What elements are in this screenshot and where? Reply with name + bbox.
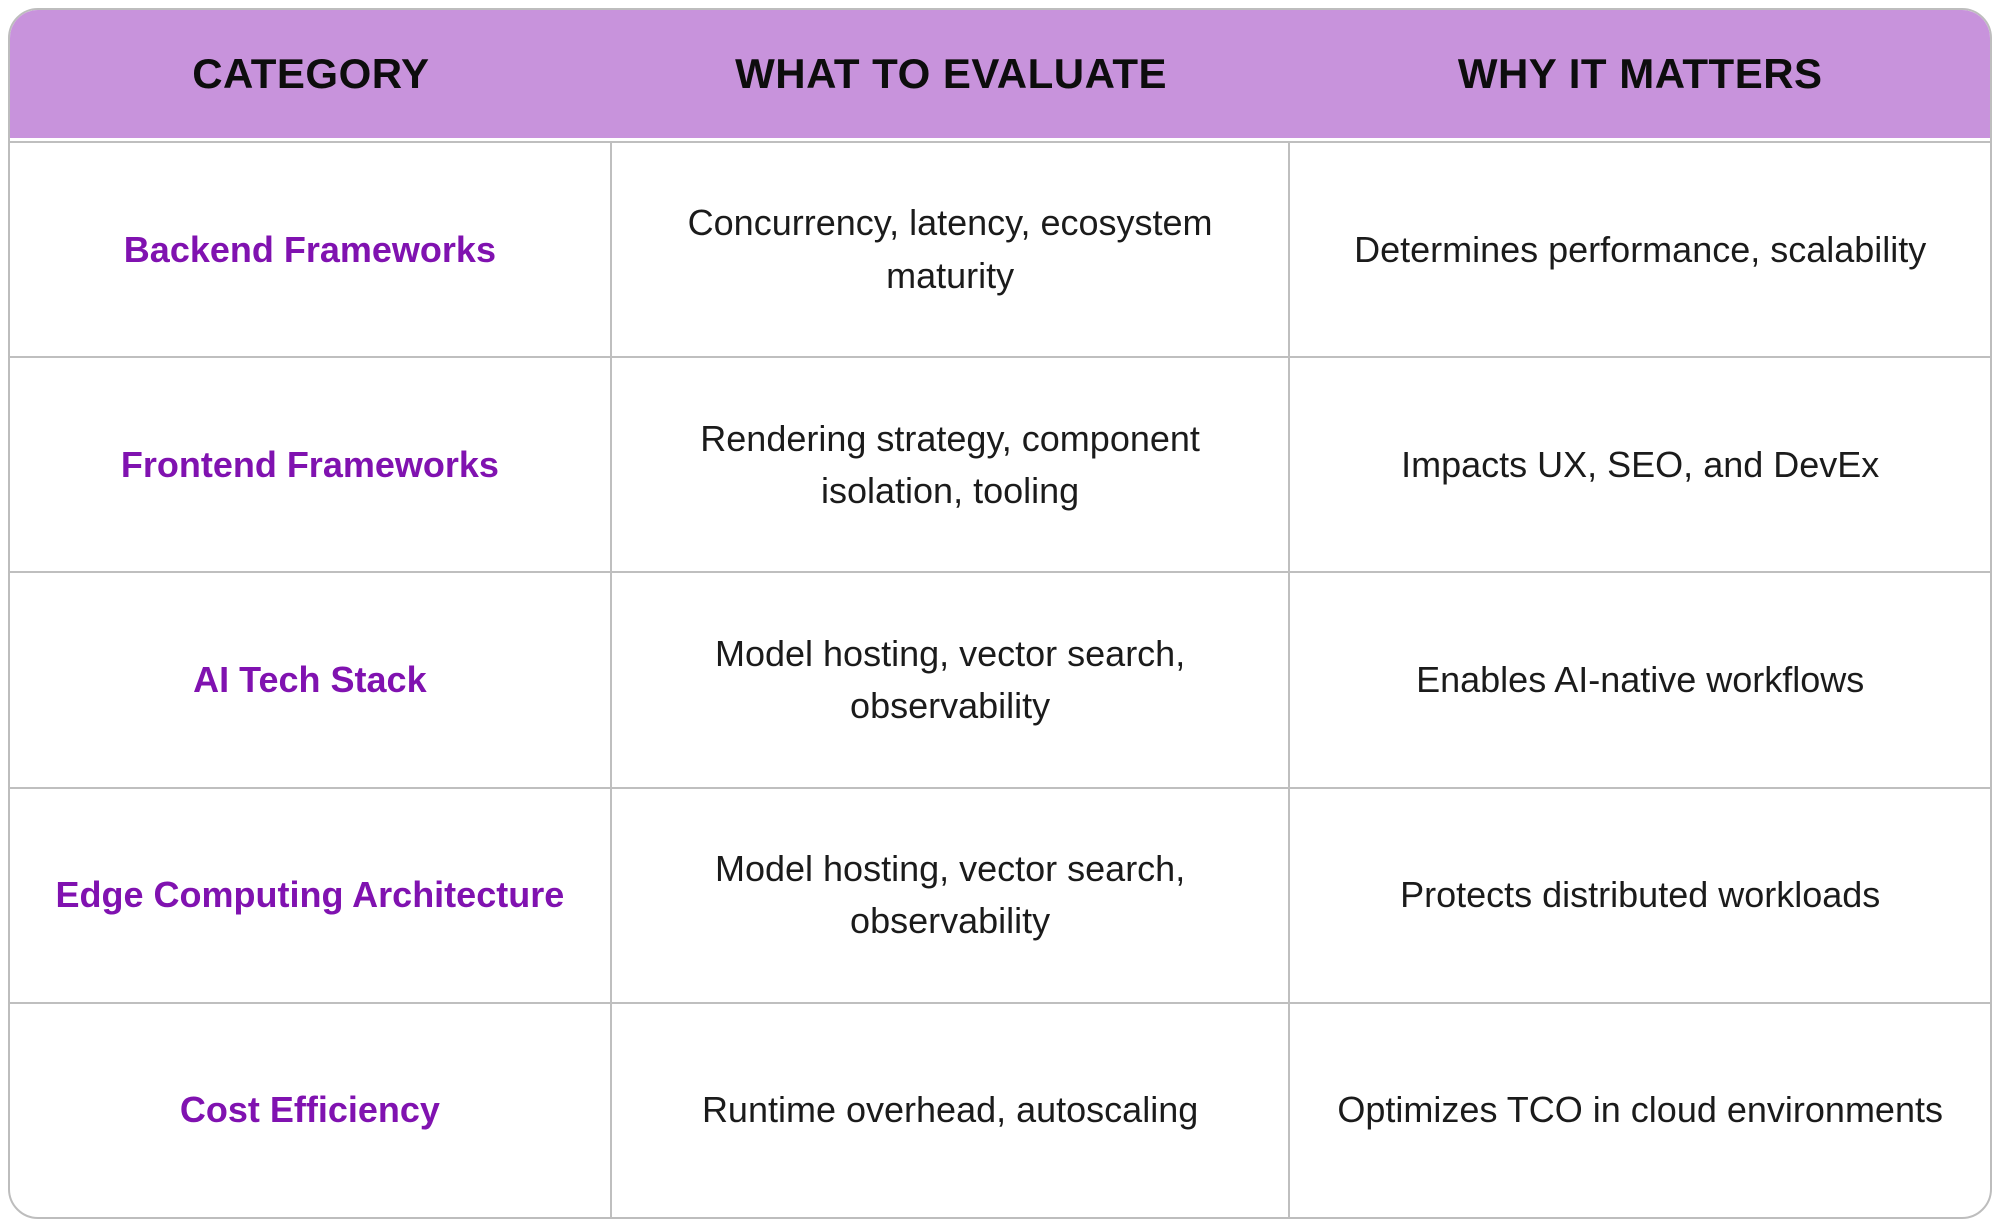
- table-body: Backend Frameworks Concurrency, latency,…: [10, 141, 1990, 1217]
- category-cell: Backend Frameworks: [10, 143, 612, 357]
- evaluate-cell: Concurrency, latency, ecosystem maturity: [612, 143, 1291, 357]
- table-row: Cost Efficiency Runtime overhead, autosc…: [10, 1001, 1990, 1217]
- column-header-why-it-matters: WHY IT MATTERS: [1457, 50, 1823, 97]
- table-row: Edge Computing Architecture Model hostin…: [10, 786, 1990, 1002]
- category-cell: Cost Efficiency: [10, 1003, 612, 1217]
- evaluation-table: CATEGORY WHAT TO EVALUATE WHY IT MATTERS…: [8, 8, 1992, 1219]
- table-row: Backend Frameworks Concurrency, latency,…: [10, 141, 1990, 357]
- category-cell: AI Tech Stack: [10, 573, 612, 787]
- evaluate-cell: Runtime overhead, autoscaling: [612, 1003, 1291, 1217]
- matters-cell: Enables AI-native workflows: [1416, 658, 1865, 700]
- matters-cell: Protects distributed workloads: [1400, 874, 1881, 916]
- category-cell: Edge Computing Architecture: [10, 788, 612, 1002]
- evaluate-cell: Model hosting, vector search, observabil…: [612, 573, 1291, 787]
- category-cell: Frontend Frameworks: [10, 358, 612, 572]
- matters-cell: Optimizes TCO in cloud environments: [1337, 1089, 1943, 1131]
- matters-cell: Determines performance, scalability: [1354, 228, 1927, 270]
- column-header-category: CATEGORY: [192, 50, 430, 97]
- table-row: Frontend Frameworks Rendering strategy, …: [10, 356, 1990, 572]
- evaluate-cell: Model hosting, vector search, observabil…: [612, 788, 1291, 1002]
- table-row: AI Tech Stack Model hosting, vector sear…: [10, 571, 1990, 787]
- matters-cell: Impacts UX, SEO, and DevEx: [1401, 443, 1880, 485]
- column-header-what-to-evaluate: WHAT TO EVALUATE: [735, 50, 1168, 97]
- table-header-row: CATEGORY WHAT TO EVALUATE WHY IT MATTERS: [10, 10, 1990, 141]
- evaluate-cell: Rendering strategy, component isolation,…: [612, 358, 1291, 572]
